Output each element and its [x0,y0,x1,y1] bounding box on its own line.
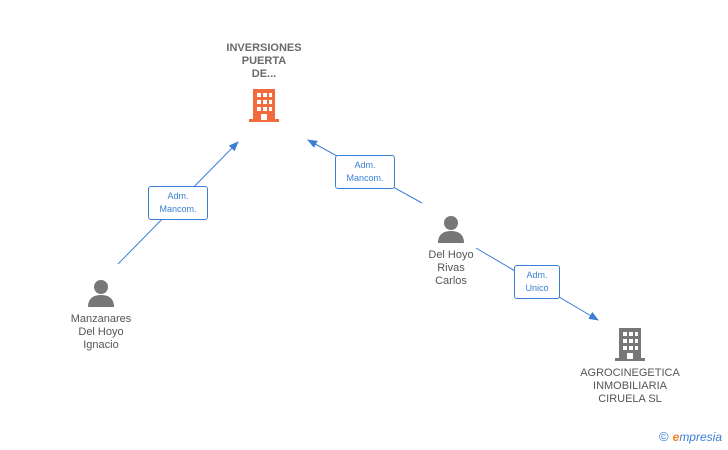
node-company-main[interactable]: INVERSIONES PUERTA DE... [204,42,324,123]
person-icon [401,214,501,244]
brand-watermark: © empresia [659,429,722,444]
node-person-del-hoyo[interactable]: Del Hoyo Rivas Carlos [401,214,501,288]
node-company-secondary[interactable]: AGROCINEGETICA INMOBILIARIA CIRUELA SL [560,326,700,406]
building-icon [204,87,324,123]
company-main-label: INVERSIONES PUERTA DE... [226,42,302,80]
brand-logo: empresia [672,429,722,444]
person-icon [51,278,151,308]
node-person-manzanares[interactable]: Manzanares Del Hoyo Ignacio [51,278,151,352]
edge-label-del-hoyo-to-secondary[interactable]: Adm. Unico [514,265,560,299]
company-secondary-label: AGROCINEGETICA INMOBILIARIA CIRUELA SL [580,367,680,405]
edge-label-manzanares-to-main[interactable]: Adm. Mancom. [148,186,208,220]
person-manzanares-label: Manzanares Del Hoyo Ignacio [70,313,132,351]
person-del-hoyo-label: Del Hoyo Rivas Carlos [428,249,474,287]
edge-label-del-hoyo-to-main[interactable]: Adm. Mancom. [335,155,395,189]
building-icon [560,326,700,362]
copyright-icon: © [659,429,669,444]
